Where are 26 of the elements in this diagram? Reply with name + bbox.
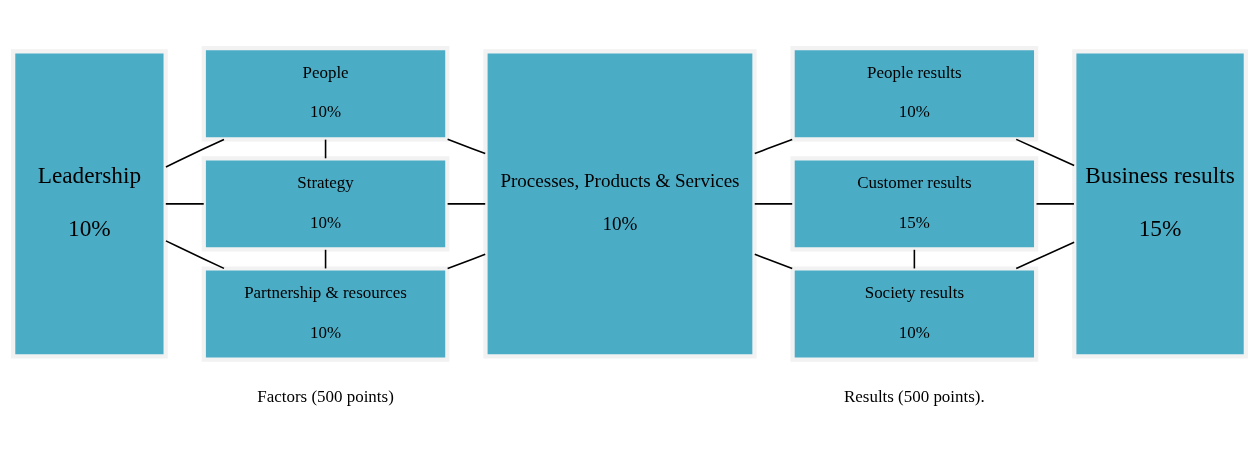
connector: [446, 138, 486, 154]
connector: [165, 138, 225, 168]
connector: [1015, 138, 1075, 166]
node-box: Processes, Products & Services 10%: [483, 48, 757, 358]
connector: [753, 138, 793, 154]
connector: [165, 239, 225, 269]
connector: [1015, 241, 1075, 269]
connector: [753, 253, 793, 269]
connector: [1035, 202, 1075, 205]
node-box: Partnership & resources 10%: [201, 265, 450, 362]
connector: [913, 248, 916, 269]
label: Factors (500 points): [257, 386, 394, 406]
label: Results (500 points).: [844, 386, 985, 406]
node-box: People 10%: [201, 45, 450, 141]
connector: [165, 202, 205, 205]
connector: [446, 253, 486, 269]
connector: [324, 248, 327, 269]
node-box: Business results 15%: [1072, 48, 1248, 358]
node-box: Society results 10%: [790, 265, 1039, 362]
connector: [324, 138, 327, 159]
node-box: Customer results 15%: [790, 155, 1039, 252]
connector: [446, 202, 486, 205]
node-box: People results 10%: [790, 45, 1039, 141]
node-box: Strategy 10%: [201, 155, 450, 252]
node-box: Leadership 10%: [11, 48, 168, 358]
connector: [753, 202, 793, 205]
